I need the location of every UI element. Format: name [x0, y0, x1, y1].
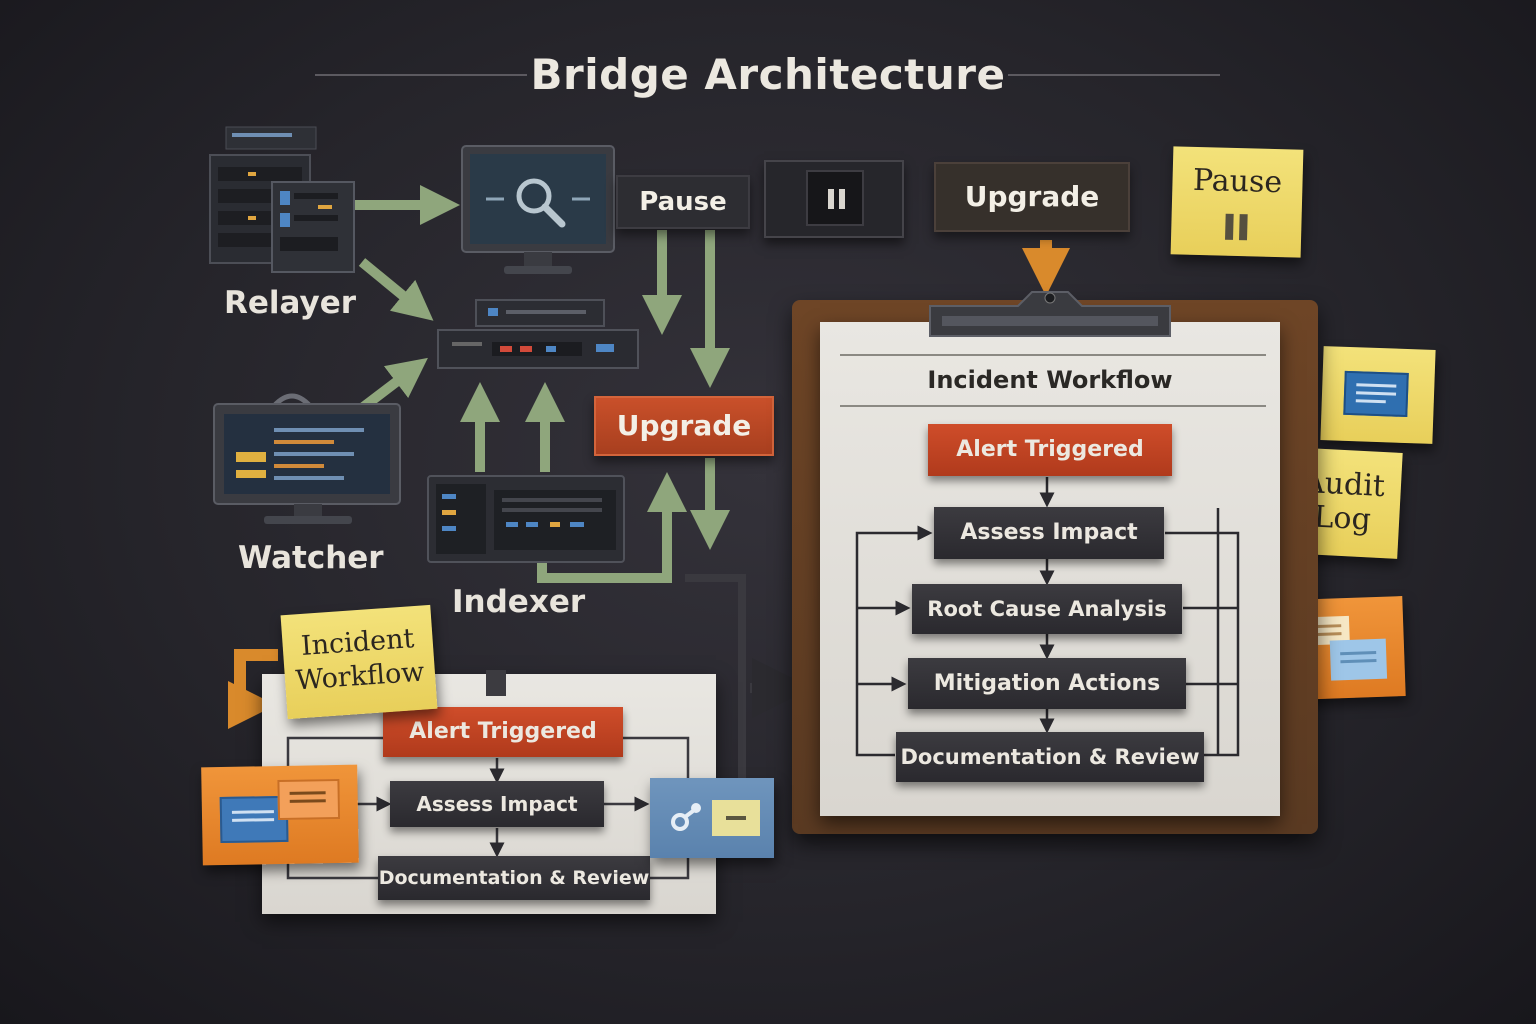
incident-workflow-sticky-note: Incident Workflow: [280, 604, 438, 720]
page-title: Bridge Architecture: [530, 50, 1006, 99]
search-icon: [510, 172, 570, 232]
indexer-label: Indexer: [452, 584, 586, 620]
pause-bar-left: [828, 189, 834, 209]
mini-step-documentation[interactable]: Documentation & Review: [378, 856, 650, 900]
arrow-watcher-to-hub: [358, 357, 428, 412]
workflow-title-rule-bottom: [840, 405, 1266, 407]
title-rule-right: [1008, 74, 1220, 76]
pause-button[interactable]: [764, 160, 904, 238]
upgrade-mid-tag[interactable]: Upgrade: [594, 396, 774, 456]
main-step-root-cause[interactable]: Root Cause Analysis: [912, 584, 1182, 634]
pause-icon: [806, 170, 864, 226]
upgrade-top-tag[interactable]: Upgrade: [934, 162, 1130, 232]
arrow-incident-note-loop: [228, 649, 278, 729]
link-icon: [668, 796, 708, 836]
main-step-alert-triggered[interactable]: Alert Triggered: [928, 424, 1172, 476]
mini-clip-icon: [486, 670, 506, 696]
monitor-icon: [460, 144, 616, 280]
mini-step-assess-impact[interactable]: Assess Impact: [390, 781, 604, 827]
relayer-server-icon: [208, 125, 356, 275]
workflow-title: Incident Workflow: [927, 366, 1173, 394]
indexer-server-icon: [426, 474, 626, 564]
cards-sticky-orange: [201, 764, 359, 866]
relayer-label: Relayer: [224, 285, 357, 321]
mini-step-alert-triggered[interactable]: Alert Triggered: [383, 707, 623, 757]
minus-note-icon: [712, 800, 760, 836]
clipboard-clip: [922, 286, 1178, 340]
watcher-label: Watcher: [238, 540, 384, 576]
orange-card-icon: [277, 778, 341, 821]
link-sticky-note: [650, 778, 774, 858]
main-step-documentation[interactable]: Documentation & Review: [896, 732, 1204, 782]
watcher-monitor-icon: [212, 388, 402, 530]
title-rule-left: [315, 74, 527, 76]
main-step-mitigation[interactable]: Mitigation Actions: [908, 658, 1186, 709]
workflow-title-rule-top: [840, 354, 1266, 356]
pause-bar-right: [839, 189, 845, 209]
connector-indexer-to-mini: [685, 574, 746, 780]
hub-server-icon: [436, 298, 640, 372]
main-step-assess-impact[interactable]: Assess Impact: [934, 507, 1164, 559]
pause-tag[interactable]: Pause: [616, 175, 750, 229]
arrow-relayer-to-hub: [358, 258, 434, 321]
